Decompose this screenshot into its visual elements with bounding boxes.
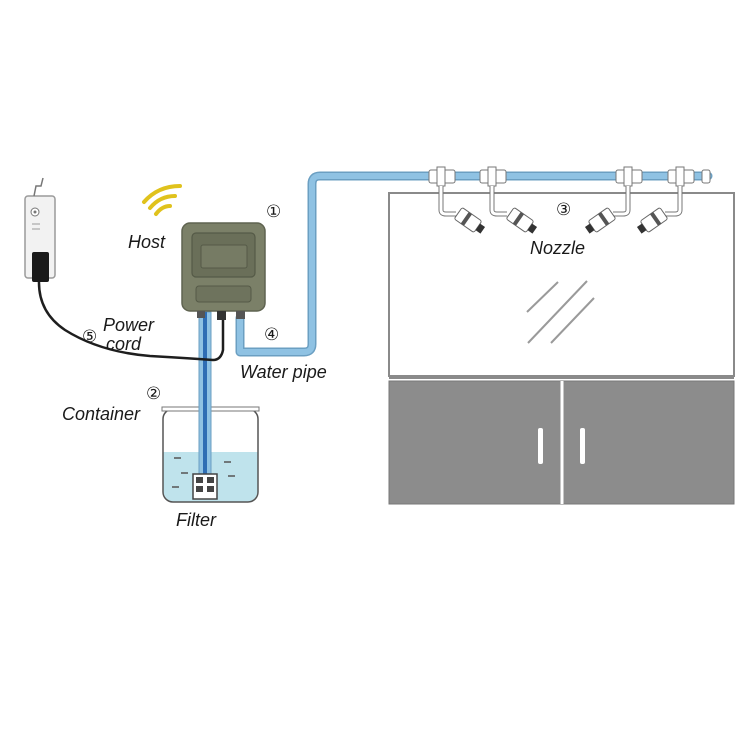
aquarium-tank [388, 192, 735, 379]
pipe-end-cap [701, 169, 711, 184]
nozzle-3 [584, 166, 643, 234]
water-pipe-marker: ④ [264, 325, 280, 345]
host-unit [181, 222, 266, 320]
filter [192, 473, 218, 500]
power-cord-marker: ⑤ [82, 327, 98, 347]
host-marker: ① [266, 202, 282, 222]
suction-tube [198, 311, 212, 475]
power-cord [37, 279, 225, 362]
power-cord-label-line1: Power [103, 315, 155, 335]
nozzle-2 [479, 166, 538, 234]
nozzle-marker: ③ [556, 200, 572, 220]
nozzle-1 [428, 166, 486, 234]
wifi-signal-icon [142, 184, 182, 216]
water-pipe [235, 171, 713, 357]
nozzle-4 [636, 166, 695, 234]
host-label: Host [128, 232, 166, 252]
cabinet-handle-left [538, 428, 543, 464]
container-marker: ② [146, 384, 162, 404]
filter-label: Filter [176, 510, 216, 530]
water-pipe-label: Water pipe [240, 362, 327, 382]
cabinet-handle-right [580, 428, 585, 464]
nozzle-label: Nozzle [530, 238, 586, 258]
power-adapter [24, 177, 56, 282]
power-cord-label-line2: cord [106, 334, 142, 354]
cabinet [388, 380, 735, 505]
glass-reflection [526, 280, 595, 344]
container-label: Container [62, 404, 141, 424]
